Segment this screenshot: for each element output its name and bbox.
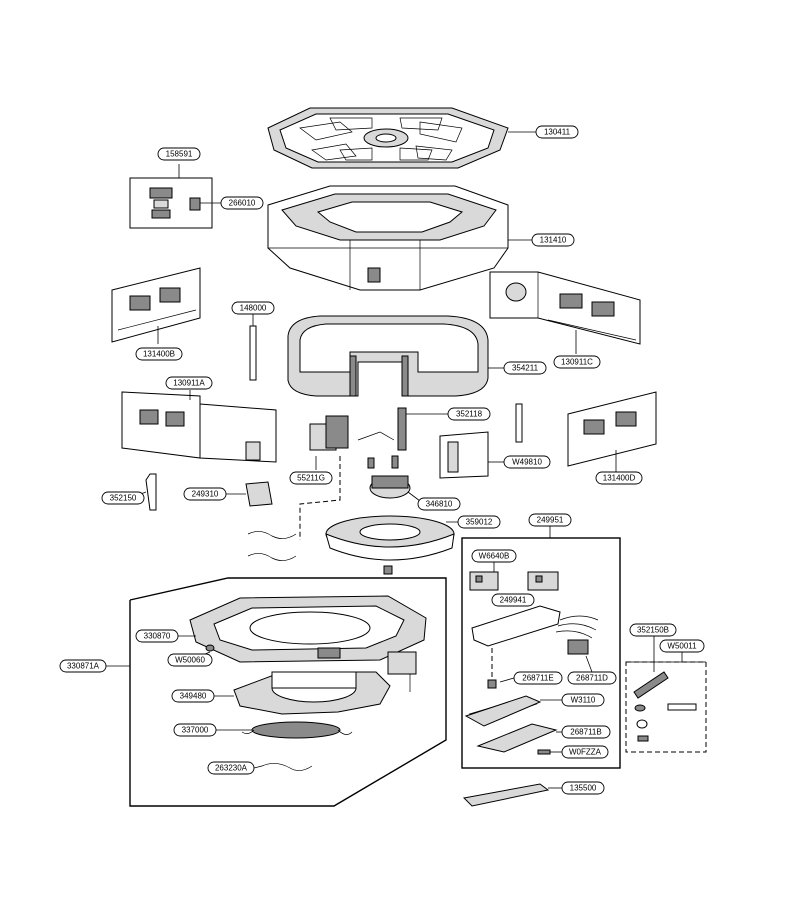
callout-135500-text: 135500 xyxy=(570,784,597,793)
callout-130911C-text: 130911C xyxy=(561,358,593,367)
callout-131400D-text: 131400D xyxy=(603,474,636,483)
part-130411-grille xyxy=(267,107,509,169)
callout-W0FZZA-text: W0FZZA xyxy=(569,748,602,757)
callout-268711B: 268711B xyxy=(561,725,611,739)
callout-249310-text: 249310 xyxy=(192,490,219,499)
callout-158591: 158591 xyxy=(157,147,201,161)
part-130911A-panel xyxy=(121,390,277,463)
part-131400B-panel xyxy=(111,267,201,344)
callout-352118: 352118 xyxy=(447,407,491,421)
callout-352118-text: 352118 xyxy=(456,410,483,419)
part-268711B-board xyxy=(476,723,562,755)
part-135500-bracket xyxy=(462,783,562,807)
callout-249941: 249941 xyxy=(491,593,535,607)
callout-354211-text: 354211 xyxy=(512,364,539,373)
callout-354211: 354211 xyxy=(503,361,547,375)
callout-W49810-text: W49810 xyxy=(512,458,542,467)
callout-131410-text: 131410 xyxy=(540,236,567,245)
callout-346810-text: 346810 xyxy=(426,500,453,509)
callout-249941-text: 249941 xyxy=(500,596,527,605)
callout-55211G: 55211G xyxy=(289,471,333,485)
callout-249951: 249951 xyxy=(528,513,572,527)
callout-330870: 330870 xyxy=(135,629,179,643)
callout-158591-text: 158591 xyxy=(166,150,193,159)
part-349480-plate xyxy=(214,671,391,715)
callout-130911A-text: 130911A xyxy=(173,379,205,388)
callout-148000: 148000 xyxy=(231,301,275,315)
callout-249310: 249310 xyxy=(183,487,227,501)
callout-352150B-text: 352150B xyxy=(637,626,669,635)
callout-131410: 131410 xyxy=(531,233,575,247)
callout-268711D: 268711D xyxy=(567,671,617,685)
callout-263230A-text: 263230A xyxy=(215,764,248,773)
part-330871A-frame xyxy=(104,577,447,807)
part-W3110-board xyxy=(464,695,562,727)
callout-W3110-text: W3110 xyxy=(571,696,596,705)
part-right-kit-frame xyxy=(625,636,707,753)
callout-148000-text: 148000 xyxy=(240,304,267,313)
part-131410-cabinet xyxy=(267,185,532,291)
callout-W3110: W3110 xyxy=(561,693,605,707)
callout-268711B-text: 268711B xyxy=(570,728,601,737)
part-158591-kit xyxy=(129,164,221,229)
part-130911C-panel xyxy=(489,271,641,354)
callout-263230A: 263230A xyxy=(207,761,255,775)
callout-352150: 352150 xyxy=(101,491,145,505)
callout-337000-text: 337000 xyxy=(182,726,209,735)
callout-330871A-text: 330871A xyxy=(67,662,100,671)
part-263230A-wire xyxy=(253,763,313,771)
callout-131400B-text: 131400B xyxy=(143,350,175,359)
callout-359012-text: 359012 xyxy=(466,518,493,527)
callout-352150-text: 352150 xyxy=(110,494,137,503)
part-337000-filter xyxy=(216,721,353,739)
callout-135500: 135500 xyxy=(561,781,605,795)
callout-268711E-text: 268711E xyxy=(522,674,553,683)
callout-131400B: 131400B xyxy=(135,347,183,361)
callout-337000: 337000 xyxy=(173,723,217,737)
part-354211-heat-exchanger xyxy=(287,315,504,397)
callout-130411-text: 130411 xyxy=(544,128,571,137)
callout-346810: 346810 xyxy=(417,497,461,511)
part-55211G-valve xyxy=(309,415,395,470)
part-small-box xyxy=(387,651,417,692)
part-359012-fan xyxy=(325,515,464,575)
callout-352150B: 352150B xyxy=(629,623,677,637)
part-W6640B-assembly xyxy=(469,562,599,689)
part-W49810-box xyxy=(439,403,523,479)
part-346810-motor xyxy=(367,455,425,505)
callout-349480: 349480 xyxy=(171,689,215,703)
callout-W50060-text: W50060 xyxy=(175,656,205,665)
callout-330870-text: 330870 xyxy=(144,632,171,641)
callout-131400D: 131400D xyxy=(595,471,643,485)
part-W50060 xyxy=(199,644,215,657)
callout-359012: 359012 xyxy=(457,515,501,529)
callout-W50011-text: W50011 xyxy=(667,642,697,651)
part-352118-pipe xyxy=(397,407,448,451)
callout-268711E: 268711E xyxy=(513,671,563,685)
part-131400D-panel xyxy=(567,391,657,472)
part-249310-bracket xyxy=(226,481,273,507)
callout-55211G-text: 55211G xyxy=(297,474,325,483)
callout-W6640B: W6640B xyxy=(471,549,517,563)
part-249951-frame xyxy=(461,526,621,769)
callout-W50060: W50060 xyxy=(167,653,213,667)
callout-268711D-text: 268711D xyxy=(576,674,608,683)
callout-W6640B-text: W6640B xyxy=(479,552,510,561)
callout-W49810: W49810 xyxy=(503,455,551,469)
callout-330871A: 330871A xyxy=(59,659,107,673)
callout-349480-text: 349480 xyxy=(180,692,207,701)
callout-130911A: 130911A xyxy=(165,376,213,390)
callout-W0FZZA: W0FZZA xyxy=(561,745,609,759)
callout-130911C: 130911C xyxy=(553,355,601,369)
callout-130411: 130411 xyxy=(535,125,579,139)
callout-266010: 266010 xyxy=(220,196,264,210)
callout-266010-text: 266010 xyxy=(229,199,256,208)
callout-W50011: W50011 xyxy=(659,639,705,653)
callout-249951-text: 249951 xyxy=(537,516,564,525)
part-330870-drain-pan xyxy=(178,595,427,663)
part-148000-pipe xyxy=(249,314,257,381)
